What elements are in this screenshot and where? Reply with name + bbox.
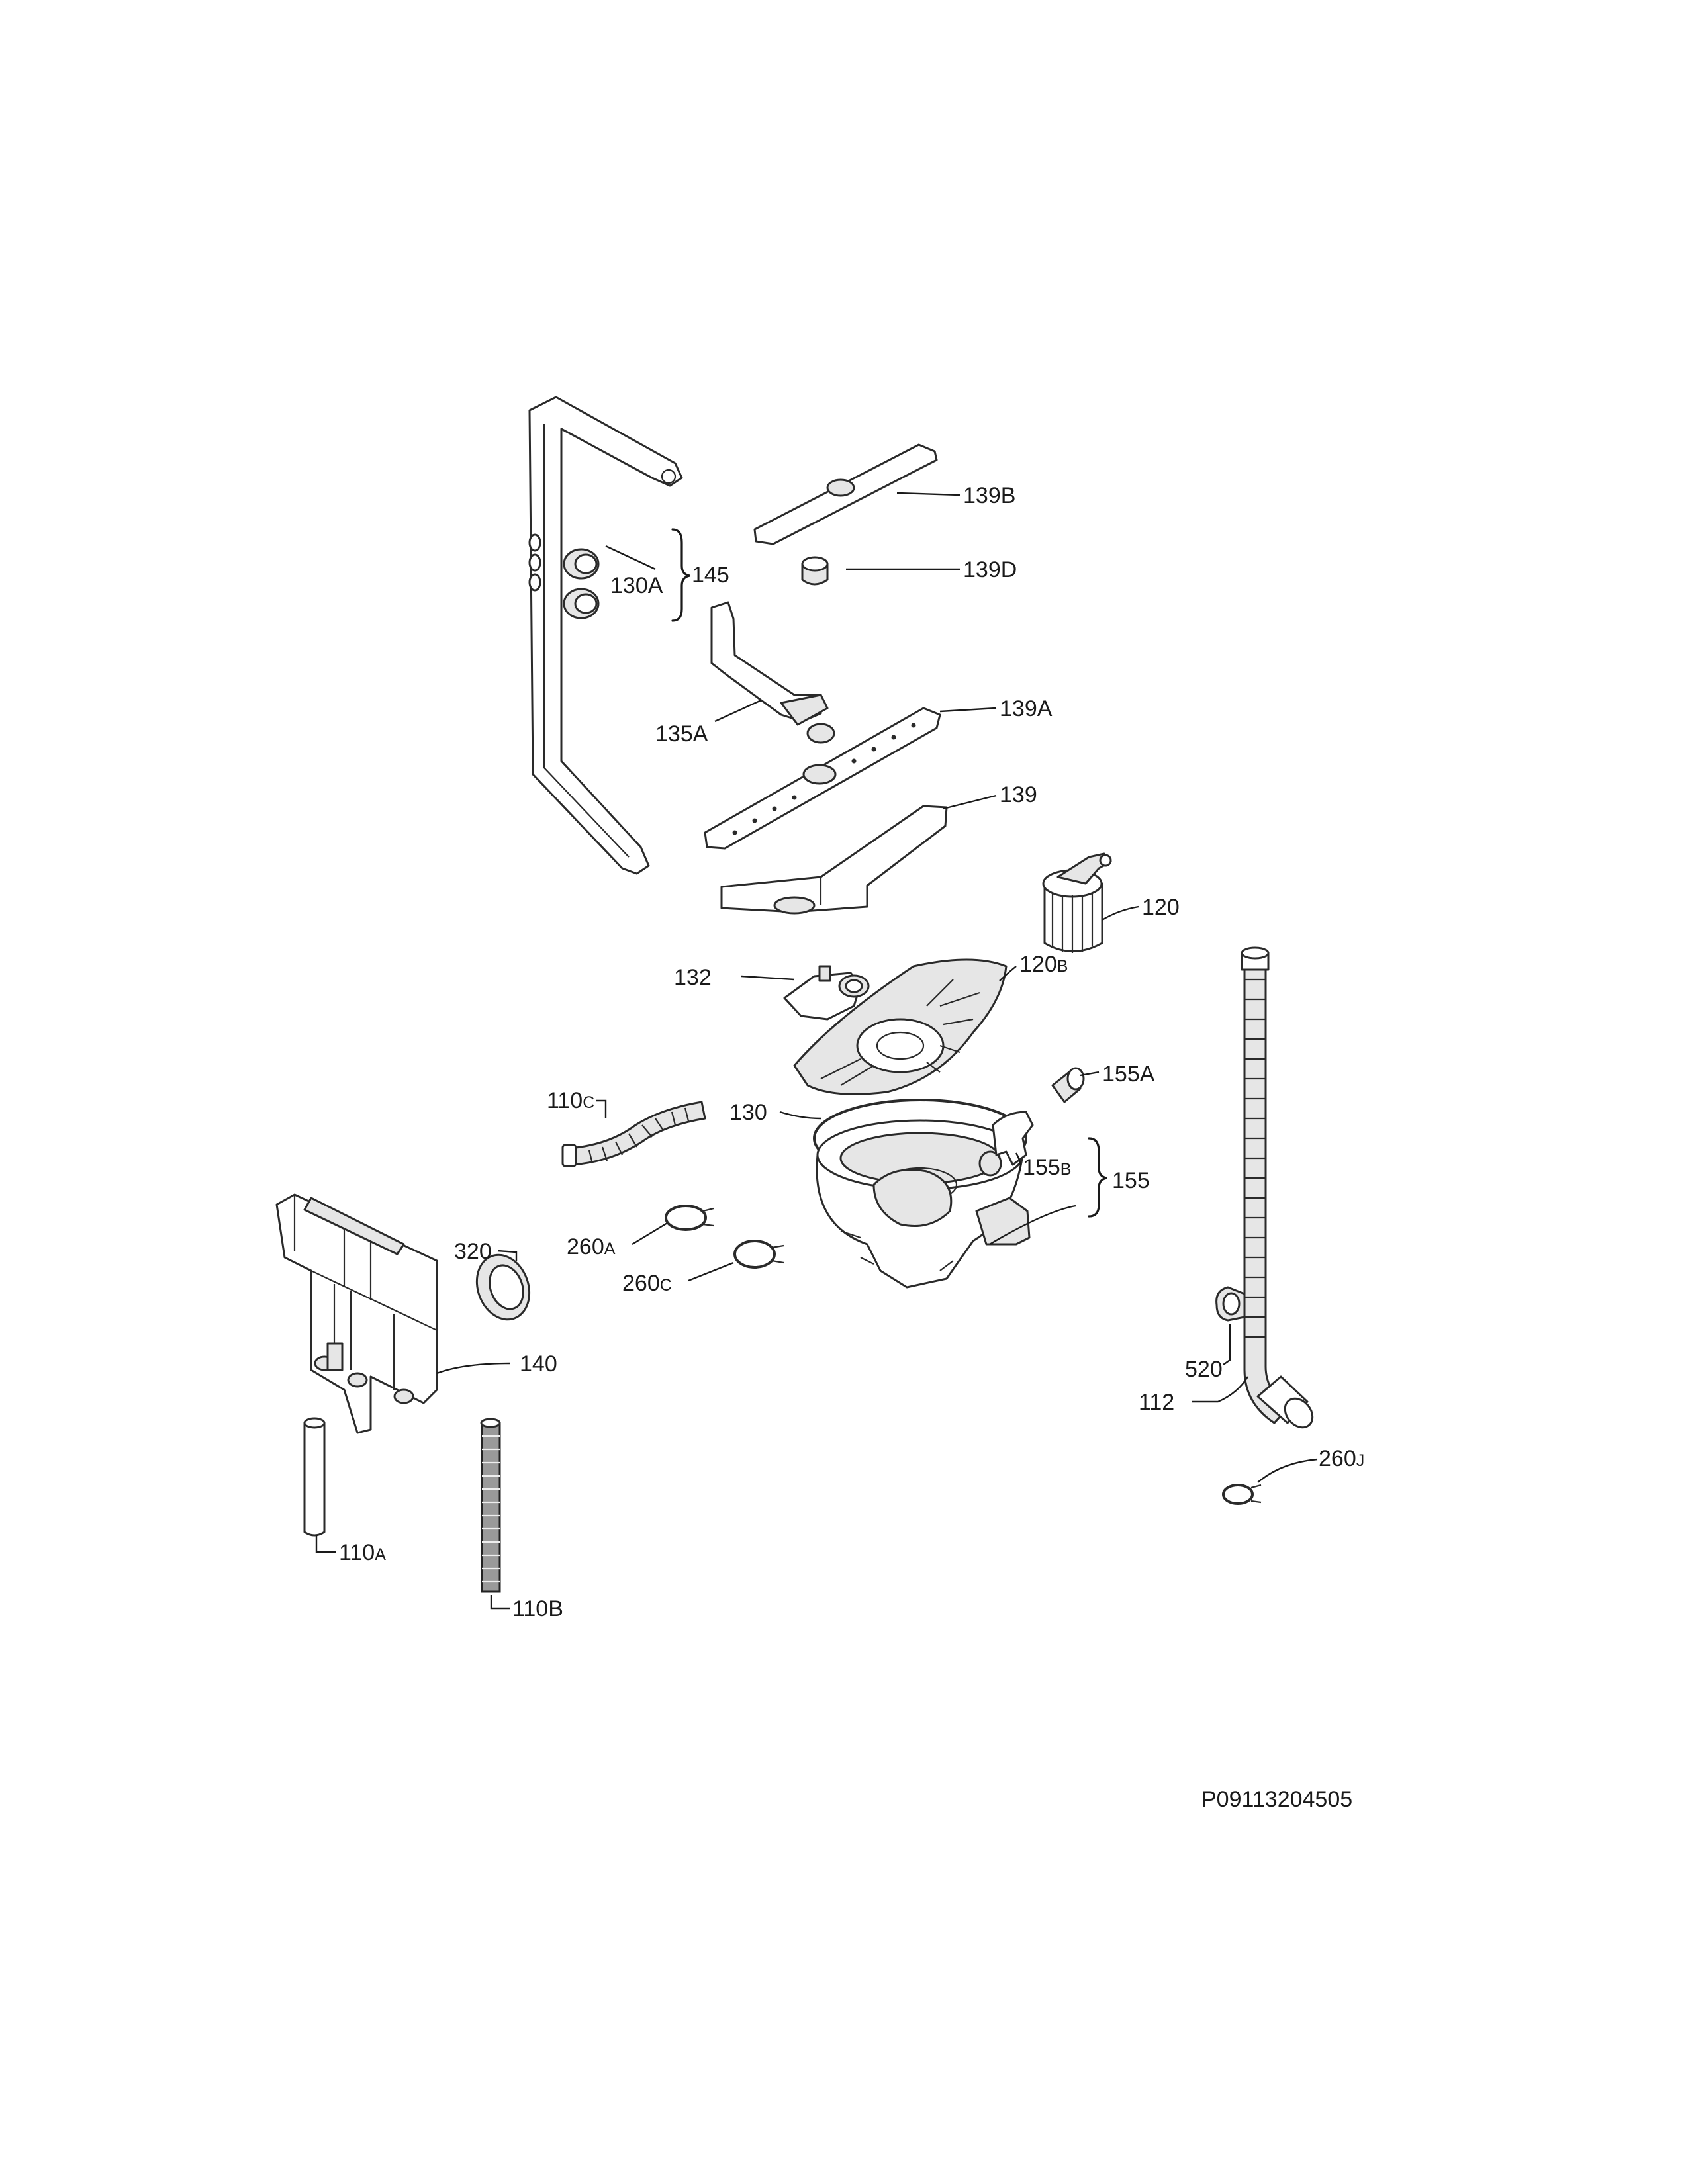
label-260A: 260A bbox=[567, 1234, 616, 1259]
label-130A: 130A bbox=[610, 573, 663, 598]
part-520-clip bbox=[1215, 1286, 1246, 1322]
part-140-softener-housing bbox=[275, 1193, 438, 1434]
label-112: 112 bbox=[1139, 1390, 1174, 1415]
label-260C: 260C bbox=[622, 1271, 672, 1296]
part-145-supply-tube bbox=[528, 396, 683, 875]
label-110A: 110A bbox=[339, 1540, 386, 1565]
label-320: 320 bbox=[454, 1239, 492, 1264]
label-130: 130 bbox=[729, 1100, 767, 1125]
part-139D-nut bbox=[801, 556, 829, 586]
label-110B: 110B bbox=[512, 1596, 563, 1621]
part-132-sensor bbox=[783, 965, 870, 1021]
part-110A-tube bbox=[303, 1417, 326, 1537]
label-110C: 110C bbox=[547, 1088, 594, 1113]
part-155A-fitting bbox=[1051, 1067, 1085, 1103]
part-139A-middle-spray-arm bbox=[704, 707, 941, 850]
label-140: 140 bbox=[520, 1351, 557, 1377]
part-135A-arm-carrier bbox=[710, 601, 835, 744]
part-155-sump-pump bbox=[816, 1119, 1031, 1289]
label-145: 145 bbox=[692, 563, 729, 588]
label-120: 120 bbox=[1142, 895, 1180, 920]
part-120B-filter-plate bbox=[793, 958, 1008, 1095]
part-155B-cover bbox=[992, 1111, 1034, 1166]
diagram-code: P09113204505 bbox=[1201, 1787, 1352, 1812]
label-135A: 135A bbox=[655, 721, 708, 747]
part-120-filter bbox=[1042, 852, 1112, 953]
part-260J-clamp bbox=[1222, 1484, 1262, 1505]
label-139: 139 bbox=[1000, 782, 1037, 807]
label-155B: 155B bbox=[1023, 1155, 1071, 1180]
part-260C-clamp bbox=[733, 1240, 784, 1269]
label-155: 155 bbox=[1112, 1168, 1150, 1193]
label-139D: 139D bbox=[963, 557, 1017, 582]
label-520: 520 bbox=[1185, 1357, 1223, 1382]
part-130A-seals bbox=[563, 548, 600, 619]
part-110B-hose bbox=[480, 1418, 501, 1593]
label-155A: 155A bbox=[1102, 1062, 1155, 1087]
label-132: 132 bbox=[674, 965, 712, 990]
label-139A: 139A bbox=[1000, 696, 1053, 721]
part-110C-hose bbox=[561, 1101, 706, 1167]
part-139B-upper-spray-arm bbox=[753, 443, 938, 545]
part-112-drain-hose bbox=[1241, 946, 1314, 1429]
label-260J: 260J bbox=[1319, 1446, 1364, 1471]
part-260A-clamp bbox=[665, 1205, 714, 1231]
part-320-seal bbox=[475, 1253, 531, 1321]
part-139-lower-spray-arm bbox=[720, 805, 948, 915]
label-139B: 139B bbox=[963, 483, 1015, 508]
label-120B: 120B bbox=[1019, 952, 1068, 977]
